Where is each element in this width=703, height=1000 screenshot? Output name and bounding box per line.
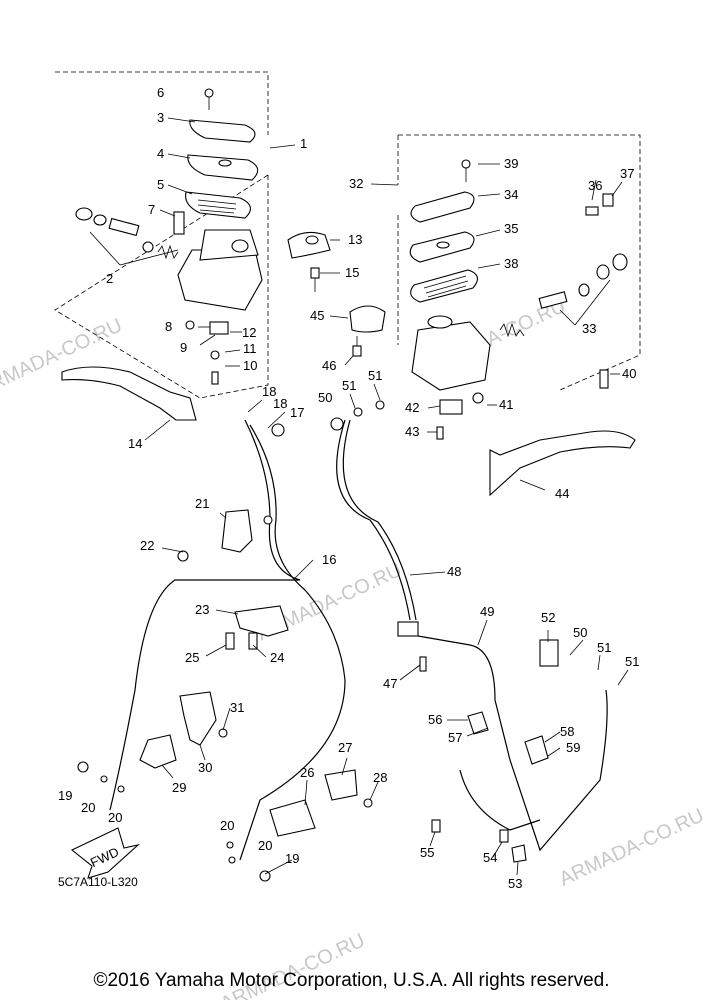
callout-47: 47	[383, 676, 397, 691]
callout-9: 9	[180, 340, 187, 355]
callout-2: 2	[106, 271, 113, 286]
callout-18: 18	[273, 396, 287, 411]
callout-13: 13	[348, 232, 362, 247]
callout-18: 18	[262, 384, 276, 399]
callout-7: 7	[148, 202, 155, 217]
watermark: ARMADA-CO.RU	[556, 804, 703, 890]
callout-58: 58	[560, 724, 574, 739]
callout-8: 8	[165, 319, 172, 334]
callout-19: 19	[58, 788, 72, 803]
callout-1: 1	[300, 136, 307, 151]
callout-31: 31	[230, 700, 244, 715]
callout-10: 10	[243, 358, 257, 373]
callout-51: 51	[597, 640, 611, 655]
callout-32: 32	[349, 176, 363, 191]
callout-11: 11	[243, 341, 257, 356]
callout-53: 53	[508, 876, 522, 891]
callout-45: 45	[310, 308, 324, 323]
callout-5: 5	[157, 177, 164, 192]
callout-52: 52	[541, 610, 555, 625]
callout-27: 27	[338, 740, 352, 755]
watermark: ARMADA-CO.RU	[0, 314, 126, 400]
callout-15: 15	[345, 265, 359, 280]
copyright-notice: ©2016 Yamaha Motor Corporation, U.S.A. A…	[93, 970, 610, 991]
callout-48: 48	[447, 564, 461, 579]
callout-12: 12	[242, 325, 256, 340]
callout-36: 36	[588, 178, 602, 193]
callout-54: 54	[483, 850, 497, 865]
callout-37: 37	[620, 166, 634, 181]
callout-23: 23	[195, 602, 209, 617]
callout-22: 22	[140, 538, 154, 553]
callout-26: 26	[300, 765, 314, 780]
left-assembly-outline	[54, 71, 269, 399]
callout-20: 20	[81, 800, 95, 815]
callout-35: 35	[504, 221, 518, 236]
callout-29: 29	[172, 780, 186, 795]
right-master-cylinder	[330, 159, 636, 497]
callout-4: 4	[157, 146, 164, 161]
callout-40: 40	[622, 366, 636, 381]
callout-14: 14	[128, 436, 142, 451]
callout-20: 20	[220, 818, 234, 833]
callout-24: 24	[270, 650, 284, 665]
callout-20: 20	[108, 810, 122, 825]
left-master-cylinder	[61, 88, 331, 421]
callout-41: 41	[499, 397, 513, 412]
callout-42: 42	[405, 400, 419, 415]
brake-hoses	[109, 419, 608, 861]
callout-17: 17	[290, 405, 304, 420]
callout-34: 34	[504, 187, 518, 202]
callout-51: 51	[625, 654, 639, 669]
callout-19: 19	[285, 851, 299, 866]
callout-20: 20	[258, 838, 272, 853]
callout-51: 51	[368, 368, 382, 383]
callout-51: 51	[342, 378, 356, 393]
callout-6: 6	[157, 85, 164, 100]
brackets	[77, 509, 549, 882]
fwd-arrow: FWD	[70, 827, 140, 879]
callout-39: 39	[504, 156, 518, 171]
callout-46: 46	[322, 358, 336, 373]
callout-44: 44	[555, 486, 569, 501]
callout-55: 55	[420, 845, 434, 860]
leader-lines	[89, 117, 629, 876]
callout-56: 56	[428, 712, 442, 727]
callout-16: 16	[322, 552, 336, 567]
callout-49: 49	[480, 604, 494, 619]
callout-3: 3	[157, 110, 164, 125]
callout-25: 25	[185, 650, 199, 665]
callout-21: 21	[195, 496, 209, 511]
callout-30: 30	[198, 760, 212, 775]
diagram-code: 5C7A110-L320	[58, 875, 138, 889]
callout-38: 38	[504, 256, 518, 271]
callout-50: 50	[573, 625, 587, 640]
callout-57: 57	[448, 730, 462, 745]
callout-59: 59	[566, 740, 580, 755]
callout-28: 28	[373, 770, 387, 785]
callout-50: 50	[318, 390, 332, 405]
callout-43: 43	[405, 424, 419, 439]
callout-labels: 1 2 3 4 5 6 7 8 9 10 11 12 13 14 15 16 1…	[58, 85, 639, 891]
callout-33: 33	[582, 321, 596, 336]
